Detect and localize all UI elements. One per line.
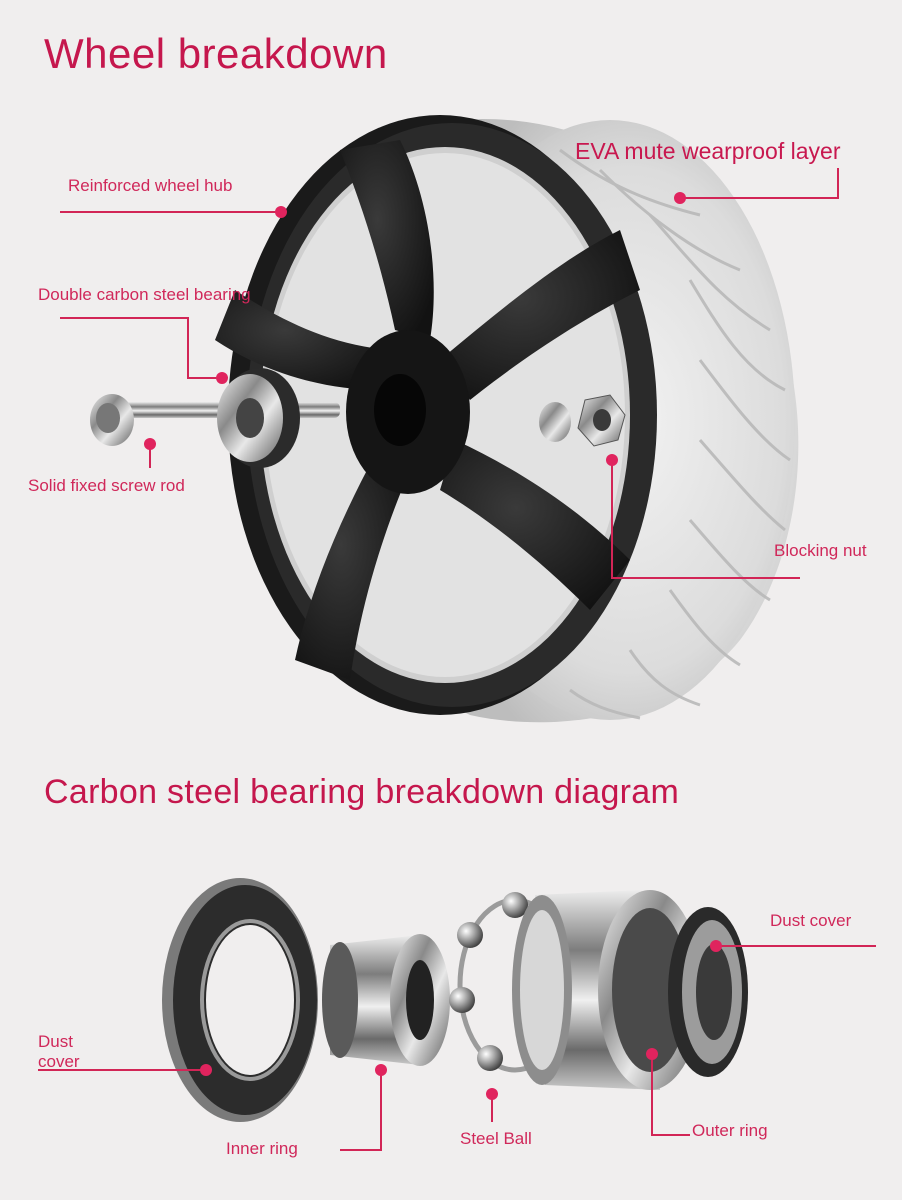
bearing-marker-dots <box>200 940 722 1100</box>
label-eva-layer: EVA mute wearproof layer <box>575 138 841 164</box>
bearing-leader-lines <box>38 945 876 1151</box>
bearing-breakdown-title: Carbon steel bearing breakdown diagram <box>44 773 680 811</box>
inner-ring-part <box>322 934 450 1066</box>
label-inner-ring: Inner ring <box>226 1139 298 1158</box>
wheel-bearing <box>217 368 300 468</box>
outer-ring-part <box>512 890 702 1090</box>
dust-cover-right-part <box>668 907 748 1077</box>
label-dust-cover-left-line2: cover <box>38 1052 80 1071</box>
label-screw-rod: Solid fixed screw rod <box>28 476 185 495</box>
label-blocking-nut: Blocking nut <box>774 541 867 560</box>
wheel-breakdown-title: Wheel breakdown <box>44 30 388 77</box>
hub-spokes <box>215 140 640 680</box>
label-dust-cover-left-line1: Dust <box>38 1032 73 1051</box>
wheel-marker-dots <box>144 192 686 466</box>
label-steel-ball: Steel Ball <box>460 1129 532 1148</box>
dust-cover-left-part <box>162 878 318 1122</box>
label-bearing: Double carbon steel bearing <box>38 285 251 304</box>
label-outer-ring: Outer ring <box>692 1121 768 1140</box>
wheel <box>215 115 799 723</box>
label-wheel-hub: Reinforced wheel hub <box>68 176 233 195</box>
blocking-nut <box>539 394 626 447</box>
label-dust-cover-right: Dust cover <box>770 911 852 930</box>
